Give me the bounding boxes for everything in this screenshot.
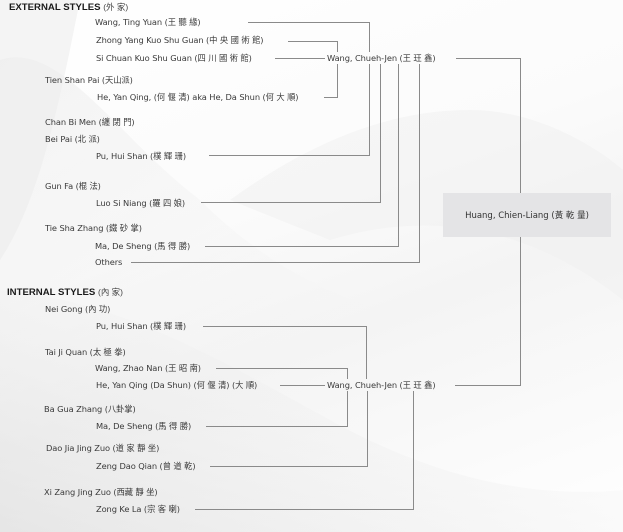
connector-line — [369, 22, 370, 52]
internal-teacher-wang-zhao-nan: Wang, Zhao Nan (王 昭 南) — [95, 363, 201, 373]
internal-teacher-zeng-dao-qian: Zeng Dao Qian (曾 道 乾) — [96, 461, 196, 471]
external-teacher-he-yan-qing: He, Yan Qing, (何 偃 清) aka He, Da Shun (何… — [97, 92, 299, 102]
connector-line — [280, 385, 325, 386]
connector-line — [520, 237, 521, 386]
connector-line — [419, 64, 420, 263]
internal-teacher-zong-ke-la: Zong Ke La (宗 客 喇) — [96, 504, 180, 514]
external-teacher-others: Others — [95, 257, 123, 267]
internal-title: INTERNAL STYLES — [7, 287, 96, 298]
connector-line — [366, 326, 367, 379]
internal-style-ba-gua-zhang: Ba Gua Zhang (八卦掌) — [44, 404, 136, 414]
external-style-tien-shan-pai: Tien Shan Pai (天山派) — [45, 75, 133, 85]
connector-line — [201, 202, 380, 203]
external-styles-heading: EXTERNAL STYLES (外 家) — [9, 1, 128, 14]
connector-line — [369, 64, 370, 156]
connector-line — [413, 391, 414, 510]
connector-line — [248, 22, 370, 23]
connector-line — [209, 155, 369, 156]
external-teacher-wang-ting-yuan: Wang, Ting Yuan (王 聽 緣) — [95, 17, 201, 27]
connector-line — [288, 41, 337, 42]
connector-line — [205, 246, 398, 247]
internal-style-xi-zang-jing-zuo: Xi Zang Jing Zuo (西藏 靜 坐) — [44, 487, 158, 497]
connector-line — [206, 426, 347, 427]
connector-line — [275, 58, 325, 59]
internal-title-cn: (內 家) — [97, 287, 124, 297]
root-teacher-name: Huang, Chien-Liang (黃 乾 量) — [465, 211, 589, 221]
external-teacher-pu-hui-shan: Pu, Hui Shan (樸 輝 珊) — [96, 151, 186, 161]
external-title: EXTERNAL STYLES — [9, 2, 101, 13]
external-hub-wang-chueh-jen: Wang, Chueh-Jen (王 玨 鑫) — [327, 53, 436, 63]
external-teacher-ma-de-sheng: Ma, De Sheng (馬 得 勝) — [95, 241, 191, 251]
connector-line — [520, 58, 521, 193]
internal-hub-wang-chueh-jen: Wang, Chueh-Jen (王 玨 鑫) — [327, 380, 436, 390]
connector-line — [324, 97, 337, 98]
connector-line — [455, 385, 521, 386]
connector-line — [337, 41, 338, 52]
external-style-tie-sha-zhang: Tie Sha Zhang (鐵 砂 掌) — [45, 223, 142, 233]
connector-line — [398, 64, 399, 247]
connector-line — [347, 391, 348, 427]
external-style-chan-bi-men: Chan Bi Men (纏 閉 門) — [45, 117, 135, 127]
root-teacher-box: Huang, Chien-Liang (黃 乾 量) — [443, 193, 611, 237]
external-style-bei-pai: Bei Pai (北 派) — [45, 134, 100, 144]
external-style-gun-fa: Gun Fa (棍 法) — [45, 181, 101, 191]
internal-style-tai-ji-quan: Tai Ji Quan (太 極 拳) — [45, 347, 126, 357]
connector-line — [216, 368, 347, 369]
internal-teacher-ma-de-sheng: Ma, De Sheng (馬 得 勝) — [96, 421, 192, 431]
external-teacher-luo-si-niang: Luo Si Niang (羅 四 娘) — [96, 198, 186, 208]
internal-style-nei-gong: Nei Gong (內 功) — [45, 304, 111, 314]
external-teacher-si-chuan: Si Chuan Kuo Shu Guan (四 川 國 術 館) — [96, 53, 252, 63]
connector-line — [380, 64, 381, 203]
connector-line — [367, 391, 368, 467]
connector-line — [456, 58, 521, 59]
connector-line — [347, 368, 348, 379]
connector-line — [195, 509, 413, 510]
external-title-cn: (外 家) — [103, 2, 129, 12]
connector-line — [203, 326, 367, 327]
connector-line — [131, 262, 419, 263]
connector-line — [337, 64, 338, 98]
external-teacher-zhong-yang: Zhong Yang Kuo Shu Guan (中 央 國 術 館) — [96, 35, 264, 45]
internal-teacher-pu-hui-shan: Pu, Hui Shan (樸 輝 珊) — [96, 321, 186, 331]
internal-teacher-he-yan-qing: He, Yan Qing (Da Shun) (何 偃 清) (大 順) — [96, 380, 258, 390]
connector-line — [210, 466, 367, 467]
internal-styles-heading: INTERNAL STYLES (內 家) — [7, 286, 123, 299]
internal-style-dao-jia-jing-zuo: Dao Jia Jing Zuo (道 家 靜 坐) — [46, 443, 160, 453]
